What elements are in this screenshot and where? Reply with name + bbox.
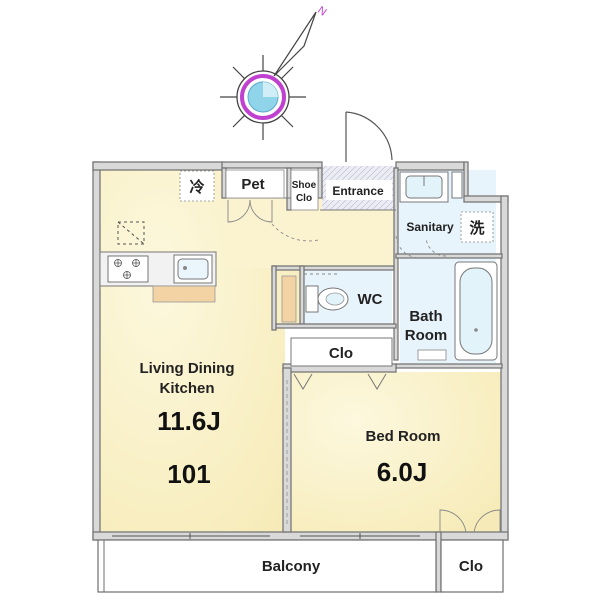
ldk-door-swing bbox=[227, 199, 319, 242]
pet-space: Pet bbox=[225, 169, 285, 199]
washer-space: 洗 bbox=[460, 211, 494, 243]
bathtub-icon bbox=[454, 261, 498, 361]
compass-needle-icon bbox=[273, 11, 317, 77]
entrance-label: Entrance bbox=[332, 184, 384, 198]
bedroom-floor bbox=[291, 372, 501, 532]
fridge-symbol: 冷 bbox=[189, 178, 204, 196]
ldk-label-line2: Kitchen bbox=[159, 380, 214, 397]
entrance-door bbox=[345, 111, 393, 162]
bedroom-closet-doors bbox=[293, 373, 387, 390]
sanitary-door bbox=[395, 235, 447, 259]
clo-center-label: Clo bbox=[329, 345, 353, 362]
sanitary-room: Sanitary 洗 bbox=[395, 171, 494, 259]
compass: N bbox=[220, 4, 329, 140]
balcony: Balcony bbox=[97, 539, 437, 593]
range-hood-icon bbox=[117, 221, 145, 245]
toilet-icon bbox=[305, 285, 349, 313]
washer-symbol: 洗 bbox=[469, 219, 484, 237]
clo-bottom-label: Clo bbox=[459, 558, 483, 575]
stove-icon bbox=[107, 255, 149, 283]
bottom-closet: Clo bbox=[440, 539, 504, 593]
bedroom-balcony-door bbox=[439, 509, 501, 533]
bedroom-size: 6.0J bbox=[377, 457, 428, 487]
shoe-clo-label-line2: Clo bbox=[296, 193, 312, 204]
bath-label-line2: Room bbox=[405, 327, 448, 344]
unit-number: 101 bbox=[167, 459, 210, 489]
ldk-label-line1: Living Dining bbox=[140, 360, 235, 377]
compass-north-label: N bbox=[315, 4, 328, 18]
shoe-closet: Shoe Clo bbox=[290, 169, 319, 211]
sanitary-label: Sanitary bbox=[406, 220, 454, 234]
pet-label: Pet bbox=[241, 176, 264, 193]
wc-room: WC bbox=[281, 273, 383, 323]
ldk-size: 11.6J bbox=[157, 406, 221, 436]
bath-label-line1: Bath bbox=[409, 308, 442, 325]
fridge-space: 冷 bbox=[179, 170, 215, 202]
window-sashes bbox=[112, 533, 420, 539]
bath-room: Bath Room bbox=[405, 261, 498, 361]
entrance-area: Entrance bbox=[326, 180, 392, 200]
kitchen-counter bbox=[99, 251, 217, 303]
bedroom-label: Bed Room bbox=[366, 428, 441, 445]
kitchen-sink-icon bbox=[173, 254, 213, 284]
balcony-label: Balcony bbox=[262, 558, 321, 575]
washbasin-icon bbox=[399, 171, 449, 203]
wc-label: WC bbox=[358, 291, 383, 308]
shoe-clo-label-line1: Shoe bbox=[292, 180, 317, 191]
center-closet: Clo bbox=[290, 337, 393, 367]
